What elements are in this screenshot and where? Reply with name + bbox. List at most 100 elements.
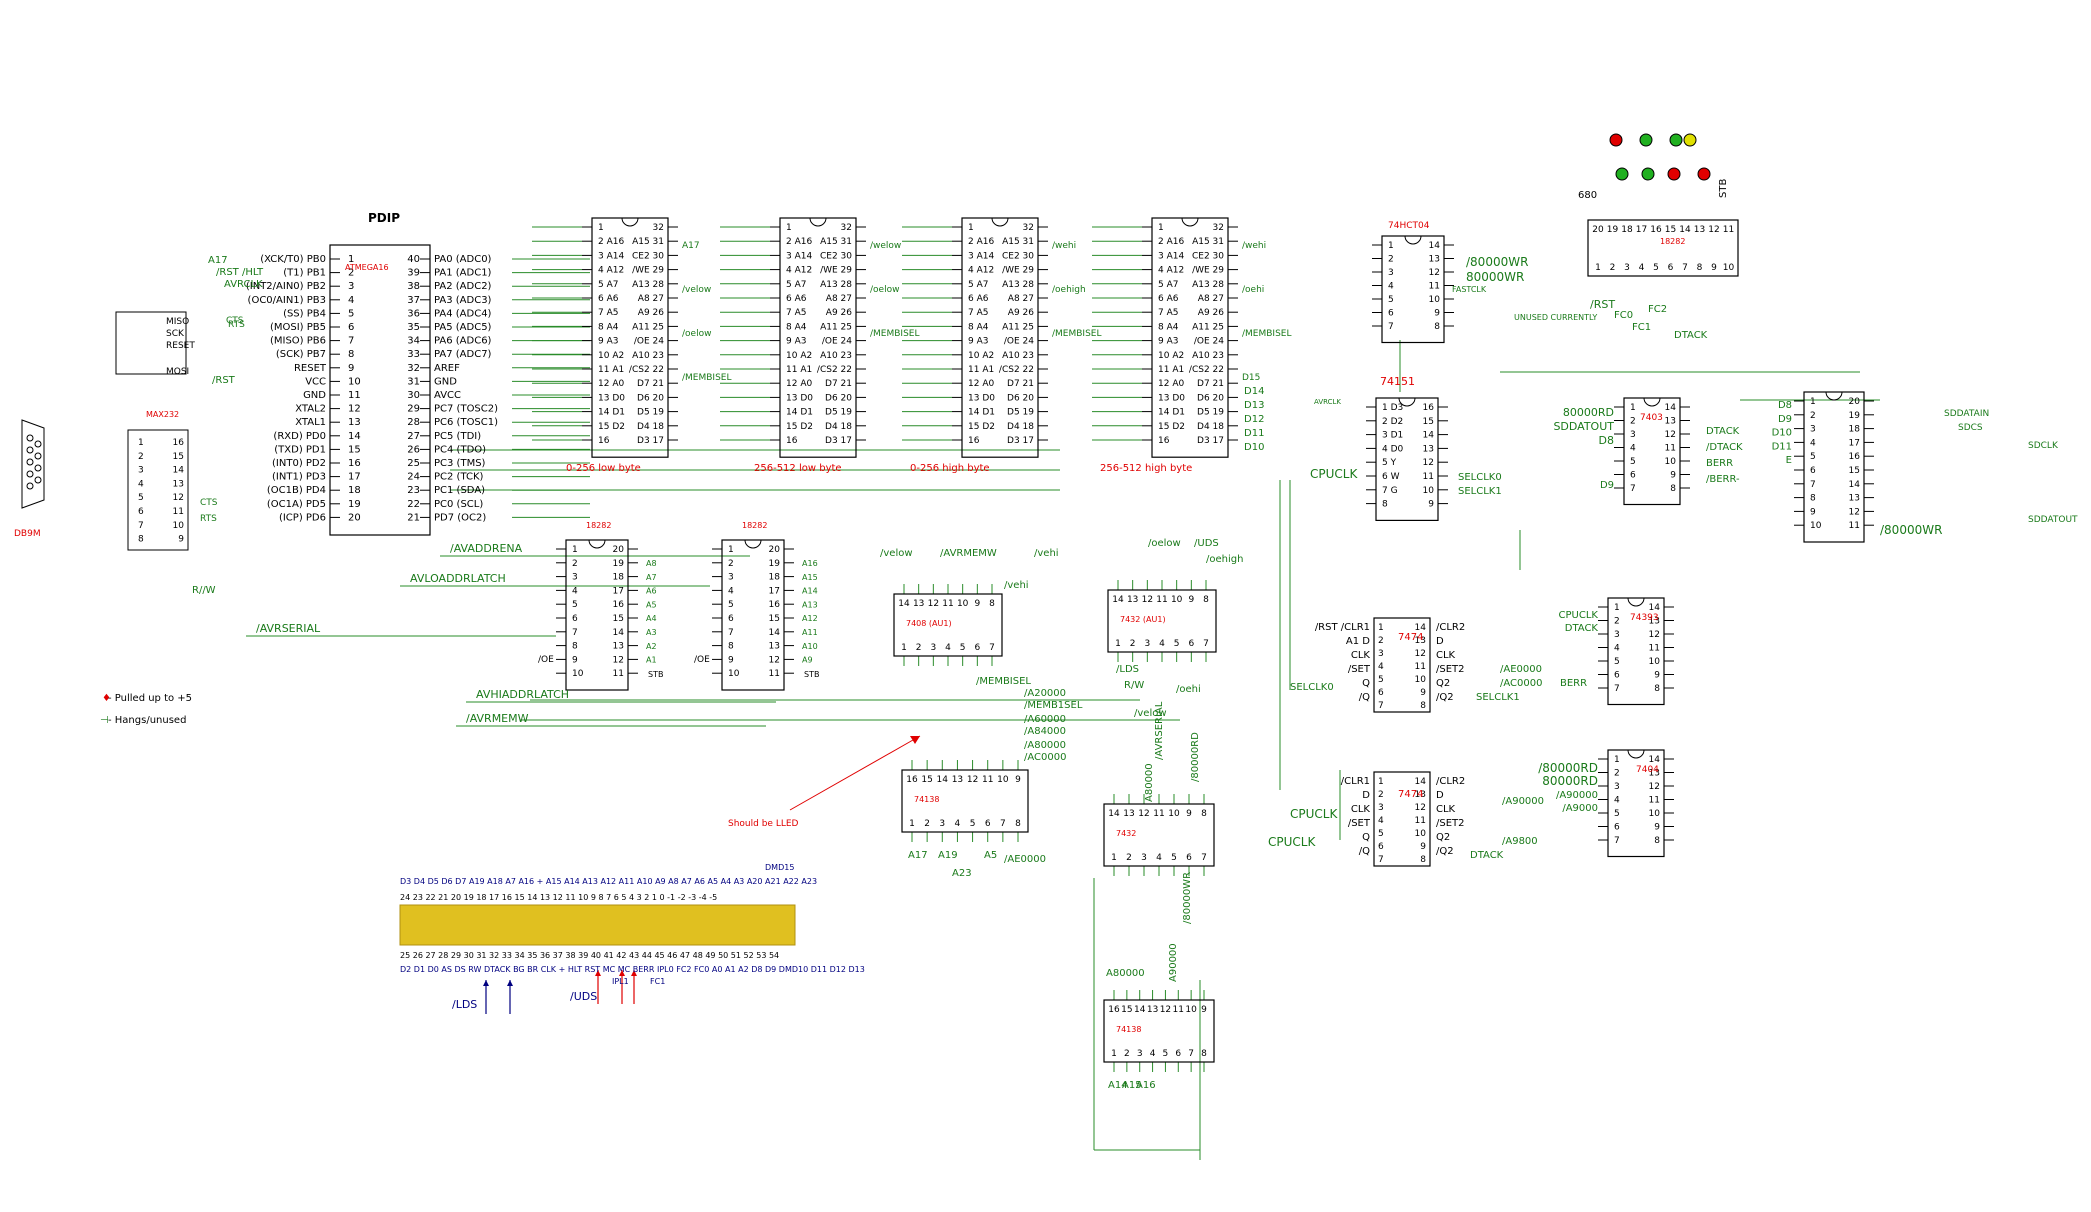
- counter-74393-pin: 2: [1614, 617, 1620, 627]
- connector-bottom-row: D2 D1 D0 AS DS RW DTACK BG BR CLK + HLT …: [400, 965, 865, 974]
- connector-bottom-nums: 25 26 27 28 29 30 31 32 33 34 35 36 37 3…: [400, 951, 779, 960]
- sram-0-pin: 13 D0: [598, 393, 625, 403]
- ff-7474a-pin: /RST /CLR1: [1315, 622, 1370, 633]
- sram-2-pin: 9 A3: [968, 337, 988, 347]
- connector-arrow: [631, 970, 637, 976]
- sram-3-pin: A8 27: [1198, 294, 1224, 304]
- sram-0-pin: 1: [598, 223, 604, 233]
- led-driver-net: STB: [1718, 179, 1729, 198]
- latch-1-pin: 16: [769, 600, 781, 610]
- nand-7404-pin: 14: [1649, 755, 1661, 765]
- sram-data-net: D12: [1244, 414, 1264, 425]
- latch-1-pin: 18: [769, 573, 781, 583]
- sram-1-pin: 14 D1: [786, 408, 813, 418]
- led-driver-pin: 19: [1607, 225, 1619, 235]
- decoder-74138a-pin: 12: [967, 775, 978, 785]
- mcu-pin-number: 21: [407, 512, 420, 523]
- max232-pin: 16: [173, 438, 185, 448]
- ff1-net: SELCLK1: [1476, 692, 1520, 703]
- gate-7432b-pin: 7: [1201, 853, 1207, 863]
- sram-caption: 256-512 low byte: [754, 463, 842, 474]
- gate-7408-pin: 3: [930, 643, 936, 653]
- sram-0-pin: /CS2 22: [629, 365, 664, 375]
- annotations: Should be LLED - Pulled up to +5 - Hangs…: [108, 693, 799, 829]
- max232-pin: 6: [138, 507, 144, 517]
- latch-1-pin: 9: [728, 655, 734, 665]
- nand-7403-notch: [1643, 397, 1661, 407]
- counter-74393-notch: [1627, 597, 1645, 607]
- nand-7404-pin: 7: [1614, 836, 1620, 846]
- led-driver-net: DTACK: [1674, 330, 1708, 341]
- led-driver-body: [1587, 219, 1739, 277]
- sram-3-pin: /OE 24: [1194, 337, 1224, 347]
- decoder-74138b-pin: 8: [1201, 1049, 1207, 1059]
- gate-net: /oelow: [1148, 538, 1181, 549]
- mux-74151-pin: 14: [1423, 431, 1435, 441]
- sram-1-pin: A11 25: [820, 322, 852, 332]
- max232-chip: MAX232: [127, 410, 189, 551]
- sram-1-pin: /WE 29: [820, 266, 852, 276]
- sram-net: /oehi: [1242, 285, 1264, 295]
- gate-7432b-pin: 1: [1111, 853, 1117, 863]
- sram-2-pin: 15 D2: [968, 422, 995, 432]
- mcu-pin-label: GND: [434, 376, 457, 387]
- sd-latch-body: [1803, 391, 1865, 543]
- sram-3-pin: 13 D0: [1158, 393, 1185, 403]
- latch-0-pin: 17: [613, 586, 624, 596]
- db9-pin: [26, 446, 34, 454]
- max232-pin: 7: [138, 521, 144, 531]
- gate-7432b-pin: 11: [1153, 809, 1164, 819]
- ff-7474b-num: 5: [1378, 829, 1384, 839]
- isp-label-reset: RESET: [166, 341, 195, 351]
- sram-2-pin: 16: [968, 436, 980, 446]
- gate-7408-pin: 4: [945, 643, 951, 653]
- mux-74151-pin: 12: [1423, 458, 1434, 468]
- latch-0-pin: 13: [613, 642, 624, 652]
- sram-1-pin: 12 A0: [786, 379, 812, 389]
- mcu-pin-number: 31: [407, 376, 420, 387]
- mux-net: CPUCLK: [1310, 467, 1358, 481]
- sram-2-pin: A9 26: [1008, 308, 1034, 318]
- mcu-pin-label: PC5 (TDI): [434, 431, 481, 442]
- gate-net: /vehi: [1034, 548, 1059, 559]
- mcu-pin-label: PC4 (TDO): [434, 444, 486, 455]
- sram-1-pin: 2 A16: [786, 237, 812, 247]
- sram-2-pin: 2 A16: [968, 237, 994, 247]
- nand-7403-pin: 9: [1670, 471, 1676, 481]
- decoder-74138b-pin: 7: [1188, 1049, 1194, 1059]
- sram-0-pin: A15 31: [632, 237, 664, 247]
- decoder-74138b-body: [1103, 999, 1215, 1063]
- gate-7408-body: [893, 593, 1003, 657]
- sram-3-pin: 14 D1: [1158, 408, 1185, 418]
- decoder-74138a-pin: 9: [1015, 775, 1021, 785]
- sram-3-pin: 6 A6: [1158, 294, 1179, 304]
- ff-7474b-num: 10: [1415, 829, 1427, 839]
- gate-net: A17: [908, 850, 928, 861]
- ff-7474a-pin: A1 D: [1346, 636, 1370, 647]
- sram-1-pin: 15 D2: [786, 422, 813, 432]
- sd-latch-net: D10: [1772, 428, 1792, 439]
- sd-latch-pin: 8: [1810, 494, 1816, 504]
- counter-net: DTACK: [1565, 623, 1599, 634]
- gate-7432a-pin: 3: [1144, 639, 1150, 649]
- db9-pin: [34, 476, 42, 484]
- bus-label: /AVRMEMW: [466, 712, 529, 725]
- ff1-net: /AC0000: [1500, 678, 1542, 689]
- sram-1-pin: 13 D0: [786, 393, 813, 403]
- nand-7404-pin: 2: [1614, 769, 1620, 779]
- sram-1-pin: 11 A1: [786, 365, 812, 375]
- hct04-pin: 2: [1388, 255, 1394, 265]
- sram-0-pin: 6 A6: [598, 294, 619, 304]
- legend-pulled-up: - Pulled up to +5: [108, 693, 192, 704]
- sram-net: /wehi: [1052, 241, 1076, 251]
- latch-1-pin: 17: [769, 586, 780, 596]
- sram-3-pin: 12 A0: [1158, 379, 1184, 389]
- counter-74393-pin: 12: [1649, 630, 1660, 640]
- mcu-pin-label: PC0 (SCL): [434, 499, 483, 510]
- latch-0-pin: 9: [572, 655, 578, 665]
- nand-7403-pin: 1: [1630, 403, 1636, 413]
- mcu-pin-number: 12: [348, 404, 361, 415]
- max232-part-label: MAX232: [146, 410, 179, 419]
- mcu-pin-number: 32: [407, 363, 420, 374]
- nand-7404-pin: 11: [1649, 796, 1660, 806]
